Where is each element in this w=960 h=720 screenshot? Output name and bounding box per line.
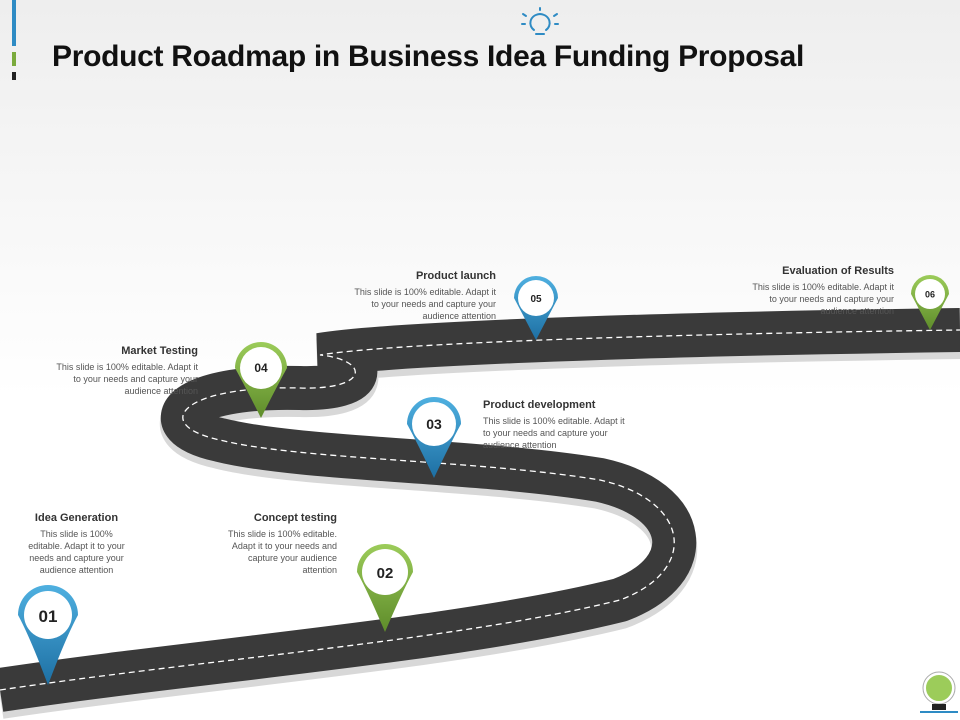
accent-bar-bottom	[12, 72, 16, 80]
lightbulb-icon	[521, 7, 559, 35]
step-02-label: Concept testing This slide is 100% edita…	[212, 512, 337, 576]
marker-04-number: 04	[254, 361, 268, 375]
step-01-title: Idea Generation	[34, 512, 119, 524]
marker-05: 05	[514, 276, 558, 340]
accent-bar-top	[12, 0, 16, 46]
step-02-text: This slide is 100% editable. Adapt it to…	[227, 529, 337, 575]
marker-02-number: 02	[377, 565, 394, 582]
step-03-title: Product development	[483, 399, 596, 411]
step-01-text: This slide is 100% editable. Adapt it to…	[28, 529, 125, 575]
marker-02: 02	[357, 544, 413, 632]
marker-06-number: 06	[925, 290, 935, 300]
marker-04: 04	[235, 342, 287, 418]
lightbulb-icon-bottom	[920, 671, 958, 713]
marker-05-number: 05	[530, 294, 542, 305]
marker-06: 06	[911, 275, 949, 330]
page-title: Product Roadmap in Business Idea Funding…	[52, 40, 805, 73]
road-center-line	[0, 329, 960, 691]
step-06-text: This slide is 100% editable. Adapt it to…	[752, 282, 894, 316]
accent-bar-mid	[12, 52, 16, 66]
step-05-label: Product launch This slide is 100% editab…	[350, 270, 496, 322]
step-03-label: Product development This slide is 100% e…	[483, 399, 628, 451]
marker-01: 01	[18, 585, 78, 685]
step-06-label: Evaluation of Results This slide is 100%…	[748, 265, 894, 317]
marker-03-number: 03	[426, 416, 442, 432]
marker-01-number: 01	[39, 607, 58, 626]
step-02-title: Concept testing	[253, 512, 337, 524]
marker-03: 03	[407, 397, 461, 478]
step-06-title: Evaluation of Results	[782, 265, 894, 277]
step-04-text: This slide is 100% editable. Adapt it to…	[56, 362, 198, 396]
step-01-label: Idea Generation This slide is 100% edita…	[14, 512, 139, 576]
step-05-title: Product launch	[415, 270, 496, 282]
step-04-label: Market Testing This slide is 100% editab…	[52, 345, 198, 397]
step-04-title: Market Testing	[121, 345, 198, 357]
step-05-text: This slide is 100% editable. Adapt it to…	[354, 287, 496, 321]
step-03-text: This slide is 100% editable. Adapt it to…	[483, 416, 625, 450]
